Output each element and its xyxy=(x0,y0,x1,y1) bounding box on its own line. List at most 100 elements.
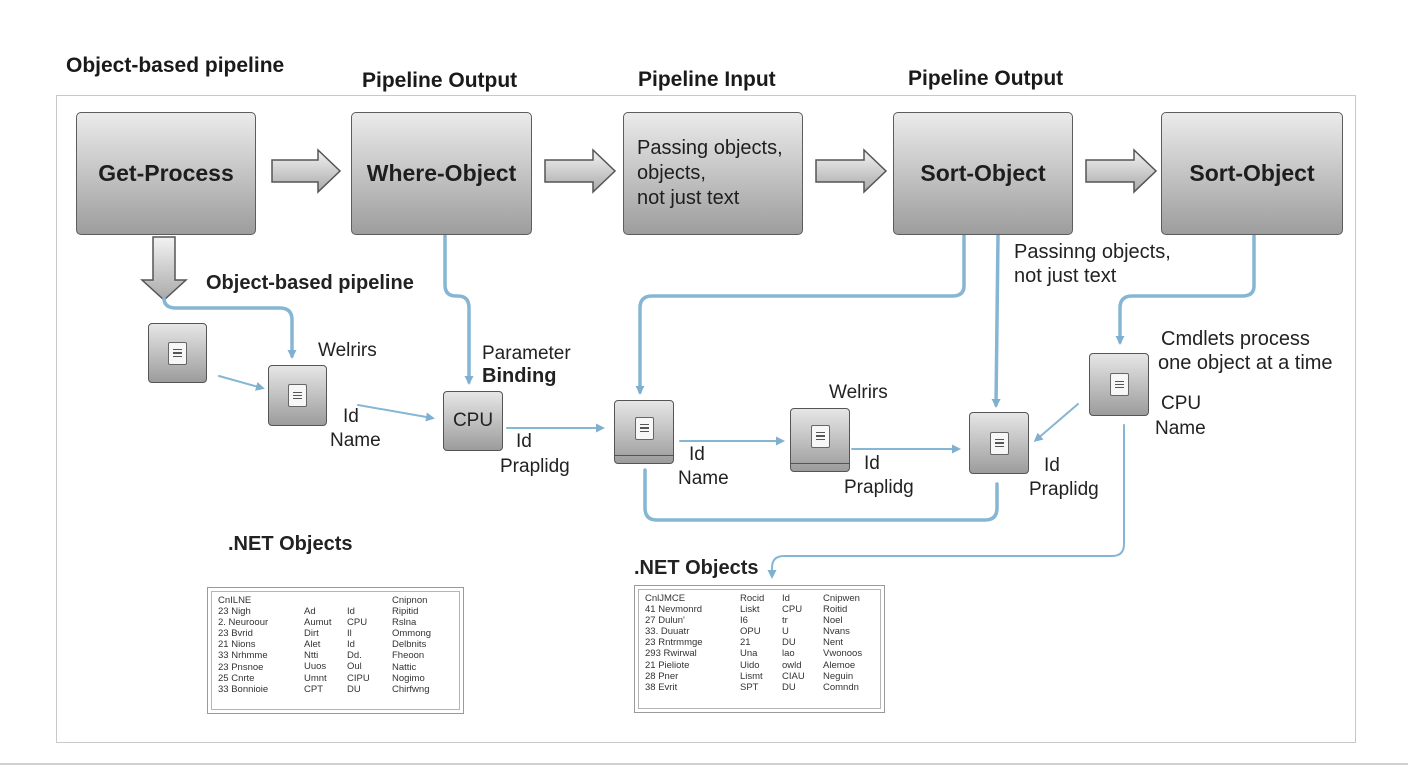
label-id-mid3: Id xyxy=(864,453,880,474)
table-cell: lao xyxy=(782,648,795,660)
table-cell: 33 Bonnioie xyxy=(218,683,269,695)
passing-objects-line-1: Passing objects, xyxy=(637,137,783,159)
where-object-box: Where-Object xyxy=(351,112,532,235)
sort-object-box-2: Sort-Object xyxy=(1161,112,1343,235)
table-cell: Alemoe xyxy=(823,659,856,671)
table-cell: Delbnits xyxy=(392,639,427,651)
table-cell: Roitid xyxy=(823,604,848,616)
flow-arrow-4 xyxy=(1085,148,1158,194)
table-cell: Noel xyxy=(823,615,843,627)
table-cell: Uido xyxy=(740,659,760,671)
table-cell: Rocid xyxy=(740,593,765,604)
table-cell: Liskt xyxy=(740,604,760,616)
label-net-objects-left: .NET Objects xyxy=(228,533,353,555)
wire-sort2-to-node xyxy=(1115,234,1256,345)
label-net-objects-right: .NET Objects xyxy=(634,557,759,579)
flow-arrow-3 xyxy=(815,148,888,194)
flow-arrow-2 xyxy=(544,148,617,194)
table-cell: Alet xyxy=(304,639,321,651)
label-id-left: Id xyxy=(343,406,359,427)
table-cell: Fheoon xyxy=(392,650,425,662)
table-cell: Comndn xyxy=(823,681,859,693)
table-cell: Cnipnon xyxy=(392,595,428,606)
label-name-right: Name xyxy=(1155,418,1206,439)
object-node-1 xyxy=(148,323,207,383)
document-icon xyxy=(634,416,654,440)
table-cell: Lismt xyxy=(740,670,763,682)
table-cell: 21 xyxy=(740,637,751,649)
cpu-node: CPU xyxy=(443,391,503,451)
flow-arrow-down xyxy=(140,236,188,302)
label-passing-objects-line-2: not just text xyxy=(1014,265,1117,287)
diagram-title: Object-based pipeline xyxy=(66,54,285,77)
table-cell: Id xyxy=(347,606,355,617)
wire-small-1 xyxy=(218,375,265,391)
table-cell: 28 Pner xyxy=(645,670,679,682)
table-cell: CPU xyxy=(782,604,803,616)
table-cell: 41 Nevmonrd xyxy=(645,604,703,616)
object-node-2 xyxy=(268,365,327,426)
table-cell: OPU xyxy=(740,626,761,638)
table-cell: Cnipwen xyxy=(823,593,860,604)
table-cell: Dd. xyxy=(347,650,362,662)
document-icon xyxy=(168,341,187,365)
table-cell: Il xyxy=(347,628,352,640)
label-name-left: Name xyxy=(330,430,381,451)
table-cell: 21 Pieliote xyxy=(645,659,690,671)
document-icon xyxy=(288,384,307,407)
table-cell: SPT xyxy=(740,681,759,693)
wire-sort1-to-right-node xyxy=(991,234,1001,408)
table-cell: Chirfwng xyxy=(392,683,430,695)
passing-objects-line-3: not just text xyxy=(637,187,740,209)
document-icon xyxy=(989,431,1009,455)
table-cell: CnlJMCE xyxy=(645,593,686,604)
table-cell: 33 Nrhmme xyxy=(218,650,268,662)
table-cell: 2. Neuroour xyxy=(218,617,269,629)
label-parameter: Parameter xyxy=(482,343,571,364)
table-cell: Umnt xyxy=(304,672,327,684)
label-cmdlets-line-1: Cmdlets process xyxy=(1161,328,1310,350)
table-cell: I6 xyxy=(740,615,748,627)
heading-pipeline-output-left: Pipeline Output xyxy=(362,69,518,92)
wire-sort1-to-node xyxy=(635,234,966,395)
table-cell: 38 Evrit xyxy=(645,681,678,693)
flow-arrow-1 xyxy=(271,148,342,194)
table-cell: Aumut xyxy=(304,617,332,629)
wire-small-6 xyxy=(1033,403,1079,442)
table-cell: owld xyxy=(782,659,802,671)
wire-net-right xyxy=(767,424,1125,579)
table-cell: Una xyxy=(740,648,758,660)
table-cell: Dirt xyxy=(304,628,319,640)
label-praplidg-mid3: Praplidg xyxy=(844,477,914,498)
table-cell: DU xyxy=(782,637,796,649)
table-cell: 23 Pnsnoe xyxy=(218,661,264,673)
table-cell: Nent xyxy=(823,637,844,649)
table-cell: CPT xyxy=(304,683,323,695)
passing-objects-line-2: objects, xyxy=(637,162,706,184)
table-cell: 293 Rwirwal xyxy=(645,648,697,660)
label-id-mid1: Id xyxy=(516,431,532,452)
object-node-5 xyxy=(969,412,1029,474)
table-cell: 25 Cnrte xyxy=(218,672,255,684)
table-cell: Id xyxy=(782,593,790,604)
object-node-6 xyxy=(1089,353,1149,416)
table-cell: Id xyxy=(347,639,355,651)
table-cell: 27 Dulun' xyxy=(645,615,685,627)
table-cell: DU xyxy=(782,681,796,693)
table-cell: Ntti xyxy=(304,650,319,662)
label-binding: Binding xyxy=(482,365,557,387)
page-bottom-rule xyxy=(0,763,1408,765)
table-cell: Rslna xyxy=(392,617,417,629)
label-id-mid2: Id xyxy=(689,444,705,465)
table-cell: Ripitid xyxy=(392,606,419,618)
passing-objects-box: Passing objects, objects, not just text xyxy=(623,112,803,235)
